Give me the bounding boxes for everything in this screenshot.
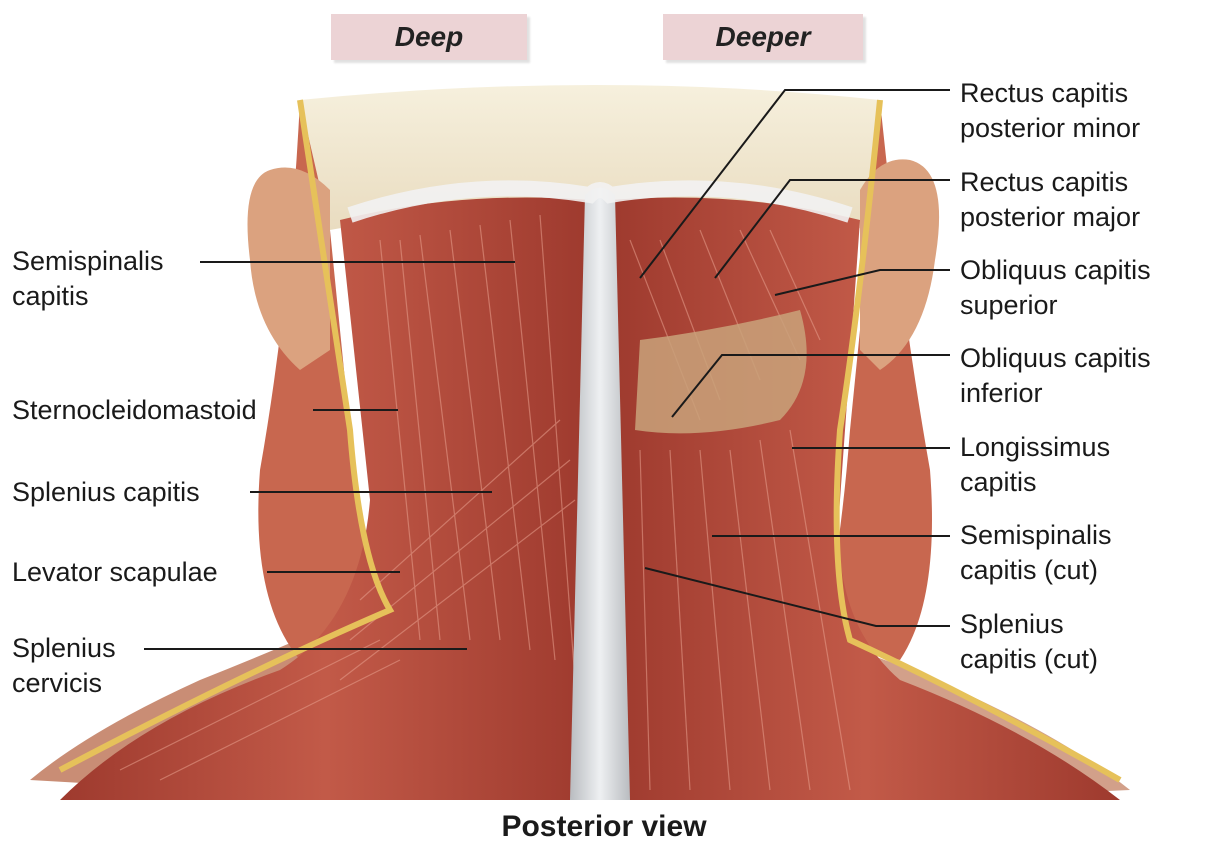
header-deep-text: Deep <box>395 21 463 53</box>
label-rectus-capitis-posterior-major: Rectus capitis posterior major <box>960 165 1140 235</box>
label-levator-scapulae: Levator scapulae <box>12 555 218 590</box>
label-obliquus-capitis-superior: Obliquus capitis superior <box>960 253 1151 323</box>
header-deep: Deep <box>331 14 527 60</box>
label-semispinalis-capitis: Semispinalis capitis <box>12 244 164 314</box>
header-deeper: Deeper <box>663 14 863 60</box>
label-splenius-cervicis: Splenius cervicis <box>12 631 116 701</box>
label-obliquus-capitis-inferior: Obliquus capitis inferior <box>960 341 1151 411</box>
figure-caption: Posterior view <box>0 810 1208 844</box>
label-sternocleidomastoid: Sternocleidomastoid <box>12 393 257 428</box>
label-semispinalis-capitis-cut: Semispinalis capitis (cut) <box>960 518 1112 588</box>
label-rectus-capitis-posterior-minor: Rectus capitis posterior minor <box>960 76 1140 146</box>
label-longissimus-capitis: Longissimus capitis <box>960 430 1110 500</box>
label-splenius-capitis: Splenius capitis <box>12 475 200 510</box>
label-splenius-capitis-cut: Splenius capitis (cut) <box>960 607 1098 677</box>
header-deeper-text: Deeper <box>716 21 811 53</box>
